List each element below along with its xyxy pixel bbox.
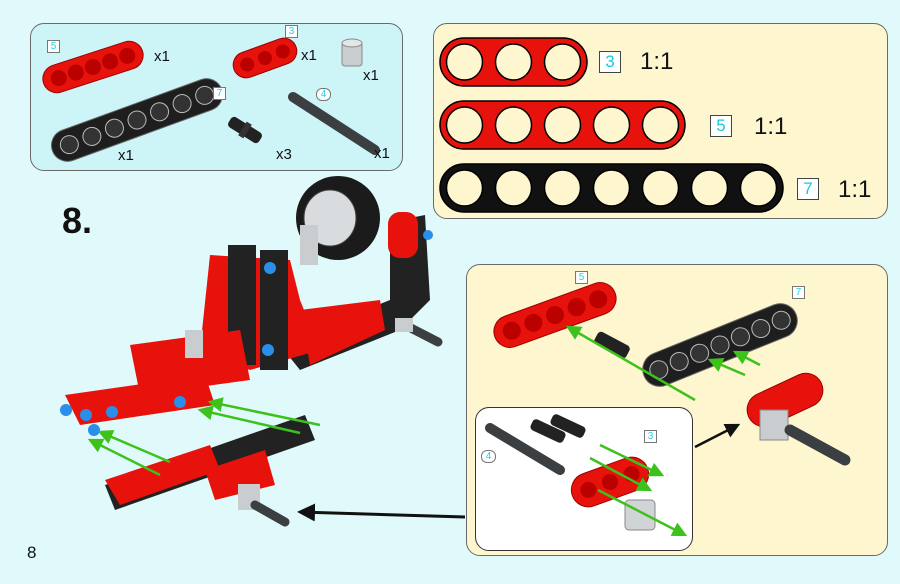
part-bush [341, 38, 363, 67]
part-tag-beam5: 5 [47, 40, 60, 53]
part-qty-beam3: x1 [301, 47, 317, 64]
scale-beam-hole [445, 43, 484, 81]
substep-tag-beam3: 3 [644, 430, 657, 443]
scale-beam-hole [494, 169, 533, 207]
scale-beam-hole [592, 169, 631, 207]
scale-beam-hole [445, 169, 484, 207]
substep-tag-beam5: 5 [575, 271, 588, 284]
substep-beam-7 [642, 303, 798, 387]
substep-bush [759, 409, 789, 441]
part-beam-5-red [42, 40, 144, 94]
substep-tag-beam7: 7 [792, 286, 805, 299]
scale-beam-5 [439, 100, 686, 150]
scale-beam-hole [641, 106, 680, 144]
part-tag-beam7: 7 [213, 87, 226, 100]
scale-beam-hole [494, 43, 533, 81]
substep-pin [594, 331, 630, 359]
scale-tag-7: 7 [797, 178, 819, 200]
scale-ratio-7: 1:1 [838, 176, 872, 203]
part-tag-beam3: 3 [285, 25, 298, 38]
part-qty-pin: x3 [276, 146, 292, 163]
main-arrow [297, 503, 466, 522]
scale-beam-hole [543, 169, 582, 207]
scale-beam-hole [445, 106, 484, 144]
substep-beam-5 [493, 282, 617, 348]
part-axle [288, 92, 380, 155]
part-beam-3-red [232, 37, 298, 79]
scale-beam-hole [690, 169, 729, 207]
scale-ratio-3: 1:1 [640, 48, 674, 75]
inset-arrow [694, 423, 741, 449]
substep-axle [784, 424, 851, 466]
part-qty-axle: x1 [374, 145, 390, 162]
scale-beam-hole [739, 169, 778, 207]
main-model [60, 176, 443, 527]
part-qty-bush: x1 [363, 67, 379, 84]
scale-beam-3 [439, 37, 588, 87]
scale-beams [439, 37, 784, 213]
scale-tag-5: 5 [710, 115, 732, 137]
page-number: 8 [27, 543, 37, 562]
part-pin [228, 116, 262, 144]
scale-beam-hole [592, 106, 631, 144]
scale-beam-hole [641, 169, 680, 207]
part-qty-beam7: x1 [118, 147, 134, 164]
substep-tag-axle: 4 [481, 450, 496, 463]
scale-beam-hole [543, 43, 582, 81]
part-qty-beam5: x1 [154, 48, 170, 65]
scale-beam-7 [439, 163, 784, 213]
step-number: 8. [62, 200, 93, 241]
part-tag-axle: 4 [316, 88, 331, 101]
scale-beam-hole [494, 106, 533, 144]
scale-tag-3: 3 [599, 51, 621, 73]
scale-beam-hole [543, 106, 582, 144]
scale-ratio-5: 1:1 [754, 113, 788, 140]
inset-bush [624, 499, 656, 531]
inset-axle [485, 423, 565, 475]
